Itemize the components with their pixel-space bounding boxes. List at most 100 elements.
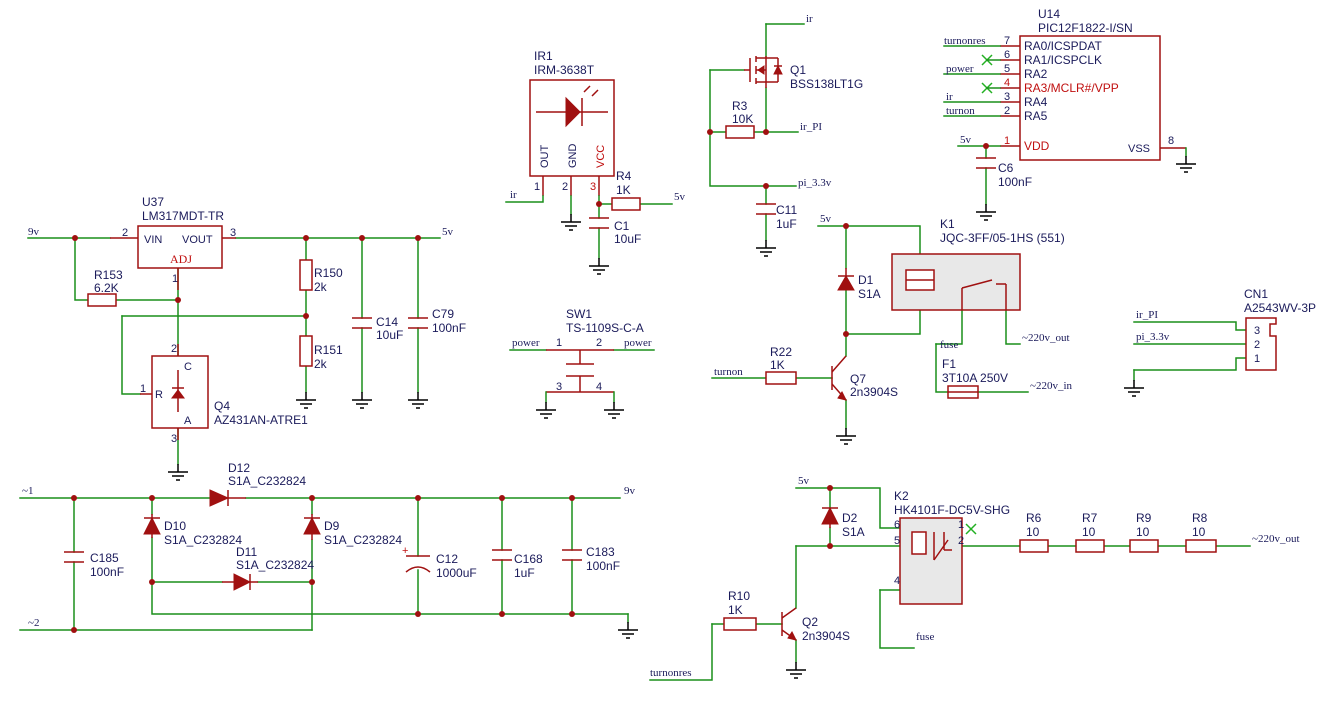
ground-icon (1175, 155, 1197, 173)
net-label-turnonres: turnonres (944, 35, 986, 47)
u14-pin-number: 6 (1004, 49, 1010, 61)
u14-pin-number: 2 (1004, 105, 1010, 117)
net-label-turnon: turnon (946, 105, 975, 117)
u14-pin-name: RA0/ICSPDAT (1024, 39, 1102, 53)
npn-transistor-icon (781, 607, 797, 641)
u14-body (1019, 35, 1161, 161)
net-label-pi-3v3: pi_3.3v (798, 177, 832, 189)
d9-ref: D9 (324, 519, 340, 533)
net-label-power: power (946, 63, 974, 75)
r6-ref: R6 (1026, 511, 1042, 525)
u37-regulator-section: 9v 5v U37 LM317MDT-TR VIN VOUT ADJ 2 3 1… (27, 195, 466, 481)
r7-ref: R7 (1082, 511, 1098, 525)
ir1-pin-vcc: VCC (595, 145, 607, 168)
c12-value: 1000uF (436, 566, 477, 580)
ir1-ref: IR1 (534, 49, 553, 63)
bridge-rectifier-section: ~1 ~2 9v D12 S1A_C232824 D10 S1A_C232824… (19, 461, 639, 639)
c185-capacitor (64, 551, 84, 563)
net-label-5v: 5v (798, 475, 810, 487)
net-label-ir-pi: ir_PI (1136, 309, 1158, 321)
r4-ref: R4 (616, 169, 632, 183)
d12-value: S1A_C232824 (228, 474, 306, 488)
c1-capacitor (589, 217, 609, 229)
sw1-pin-4: 4 (596, 381, 602, 393)
sw1-ref: SW1 (566, 307, 592, 321)
k2-pin-4: 4 (894, 575, 900, 587)
k2-body (899, 517, 963, 605)
net-label-220v-out: ~220v_out (1252, 533, 1300, 545)
sw1-value: TS-1109S-C-A (566, 321, 644, 335)
d11-ref: D11 (236, 545, 257, 559)
r3-body (725, 125, 755, 139)
q1-value: BSS138LT1G (790, 77, 863, 91)
ir1-pin-num-3: 3 (590, 181, 596, 193)
net-label-220v-in: ~220v_in (1030, 380, 1073, 392)
c168-ref: C168 (514, 552, 543, 566)
sw1-pin-3: 3 (556, 381, 562, 393)
f1-ref: F1 (942, 357, 956, 371)
relay-contact-icon (961, 279, 1007, 310)
r22-value: 1K (770, 358, 785, 372)
r8-body (1185, 539, 1217, 553)
ir1-pin-num-1: 1 (534, 181, 540, 193)
u14-pin-name: RA5 (1024, 109, 1048, 123)
k1-relay-section: 5v ~220v_out fuse ~220v_in turnon K1 JQC… (711, 213, 1073, 445)
r9-body (1129, 539, 1159, 553)
d2-value: S1A (842, 525, 865, 539)
q1-ref: Q1 (790, 63, 806, 77)
r10-value: 1K (728, 603, 743, 617)
relay-coil-icon (905, 269, 935, 291)
net-label-ir: ir (806, 13, 813, 25)
d10-value: S1A_C232824 (164, 533, 242, 547)
u14-pin-number: 1 (1004, 135, 1010, 147)
k2-ref: K2 (894, 489, 909, 503)
k2-relay-section: 5v ~220v_out fuse turnonres D2 S1A K2 HK… (649, 475, 1300, 681)
net-label-220v-out: ~220v_out (1022, 332, 1070, 344)
cn1-pin-3: 3 (1254, 325, 1260, 337)
u14-pin-name: RA4 (1024, 95, 1048, 109)
u14-pin-number: 4 (1004, 77, 1010, 89)
ground-icon (835, 427, 857, 445)
r150-value: 2k (314, 280, 328, 294)
cn1-pin-1: 1 (1254, 353, 1260, 365)
net-label-ac1: ~1 (22, 485, 33, 497)
r150-body (299, 259, 313, 291)
q1-level-shifter-section: ir ir_PI pi_3.3v Q1 BSS138LT1G R3 10K C1… (707, 13, 863, 257)
d12-ref: D12 (228, 461, 250, 475)
d1-ref: D1 (858, 273, 874, 287)
u37-value: LM317MDT-TR (142, 209, 224, 223)
net-label-turnon: turnon (714, 366, 743, 378)
u14-ref: U14 (1038, 7, 1060, 21)
ground-icon (535, 401, 557, 419)
k1-ref: K1 (940, 217, 955, 231)
ground-icon (755, 239, 777, 257)
c14-capacitor (352, 317, 372, 329)
k2-pin-1: 1 (958, 519, 964, 531)
ground-icon (603, 401, 625, 419)
net-label-9v: 9v (28, 226, 40, 238)
u14-pin-name: VDD (1024, 139, 1050, 153)
ground-icon (560, 213, 582, 231)
k1-value: JQC-3FF/05-1HS (551) (940, 231, 1065, 245)
net-label-5v: 5v (674, 191, 686, 203)
c1-value: 10uF (614, 232, 641, 246)
c12-plus: + (402, 545, 408, 557)
k2-pin-6: 6 (894, 519, 900, 531)
r4-body (611, 197, 641, 211)
net-label-5v: 5v (442, 226, 454, 238)
net-label-power: power (512, 337, 540, 349)
r9-value: 10 (1136, 525, 1150, 539)
c183-ref: C183 (586, 545, 615, 559)
c168-value: 1uF (514, 566, 535, 580)
cn1-body (1245, 317, 1277, 371)
r10-ref: R10 (728, 589, 750, 603)
no-connect-icon (965, 523, 977, 535)
mosfet-icon (744, 56, 783, 88)
net-label-pi-3v3: pi_3.3v (1136, 331, 1170, 343)
c185-ref: C185 (90, 551, 119, 565)
r7-body (1075, 539, 1105, 553)
u14-pin-name: RA1/ICSPCLK (1024, 53, 1102, 67)
c14-value: 10uF (376, 328, 403, 342)
